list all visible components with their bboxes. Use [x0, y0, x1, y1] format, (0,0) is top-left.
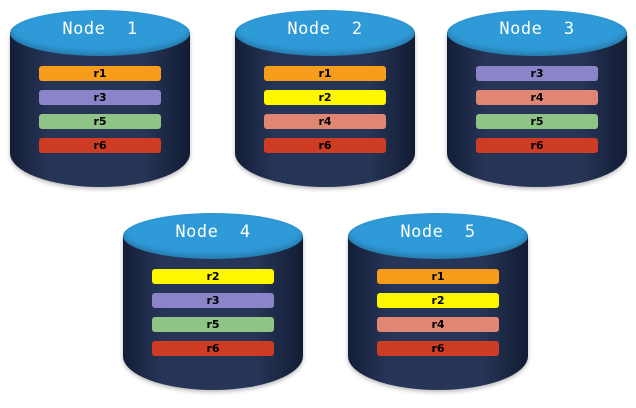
node-body — [235, 32, 415, 187]
node-label: Node 1 — [62, 19, 138, 39]
database-node-cylinder[interactable]: Node 1 r1 r3 r5 r6 — [10, 10, 190, 190]
replica-list: r1 r3 r5 r6 — [39, 66, 161, 153]
replica-bar[interactable]: r4 — [264, 114, 386, 129]
database-node-cylinder[interactable]: Node 5 r1 r2 r4 r6 — [348, 213, 528, 393]
node-label: Node 5 — [400, 222, 476, 242]
replica-bar[interactable]: r6 — [152, 341, 274, 356]
replica-list: r1 r2 r4 r6 — [377, 269, 499, 356]
node-top-ellipse — [348, 213, 528, 259]
database-node-cylinder[interactable]: Node 4 r2 r3 r5 r6 — [123, 213, 303, 393]
replica-bar[interactable]: r2 — [152, 269, 274, 284]
replica-bar[interactable]: r5 — [476, 114, 598, 129]
replica-bar[interactable]: r3 — [476, 66, 598, 81]
node-body — [447, 32, 627, 187]
node-label: Node 2 — [287, 19, 363, 39]
replica-bar[interactable]: r2 — [264, 90, 386, 105]
replica-list: r3 r4 r5 r6 — [476, 66, 598, 153]
replica-bar[interactable]: r2 — [377, 293, 499, 308]
node-label: Node 4 — [175, 222, 251, 242]
replica-bar[interactable]: r3 — [39, 90, 161, 105]
node-body — [10, 32, 190, 187]
replica-bar[interactable]: r1 — [377, 269, 499, 284]
replica-bar[interactable]: r4 — [377, 317, 499, 332]
replica-bar[interactable]: r5 — [39, 114, 161, 129]
replica-bar[interactable]: r4 — [476, 90, 598, 105]
node-top-ellipse — [447, 10, 627, 56]
database-node-cylinder[interactable]: Node 2 r1 r2 r4 r6 — [235, 10, 415, 190]
node-label: Node 3 — [499, 19, 575, 39]
database-node-cylinder[interactable]: Node 3 r3 r4 r5 r6 — [447, 10, 627, 190]
replica-list: r2 r3 r5 r6 — [152, 269, 274, 356]
replica-bar[interactable]: r6 — [39, 138, 161, 153]
replica-bar[interactable]: r5 — [152, 317, 274, 332]
replica-bar[interactable]: r6 — [377, 341, 499, 356]
replica-bar[interactable]: r1 — [39, 66, 161, 81]
replica-bar[interactable]: r3 — [152, 293, 274, 308]
replica-bar[interactable]: r1 — [264, 66, 386, 81]
node-body — [348, 235, 528, 390]
node-top-ellipse — [235, 10, 415, 56]
node-top-ellipse — [123, 213, 303, 259]
replica-bar[interactable]: r6 — [264, 138, 386, 153]
replica-list: r1 r2 r4 r6 — [264, 66, 386, 153]
node-body — [123, 235, 303, 390]
replica-bar[interactable]: r6 — [476, 138, 598, 153]
node-top-ellipse — [10, 10, 190, 56]
